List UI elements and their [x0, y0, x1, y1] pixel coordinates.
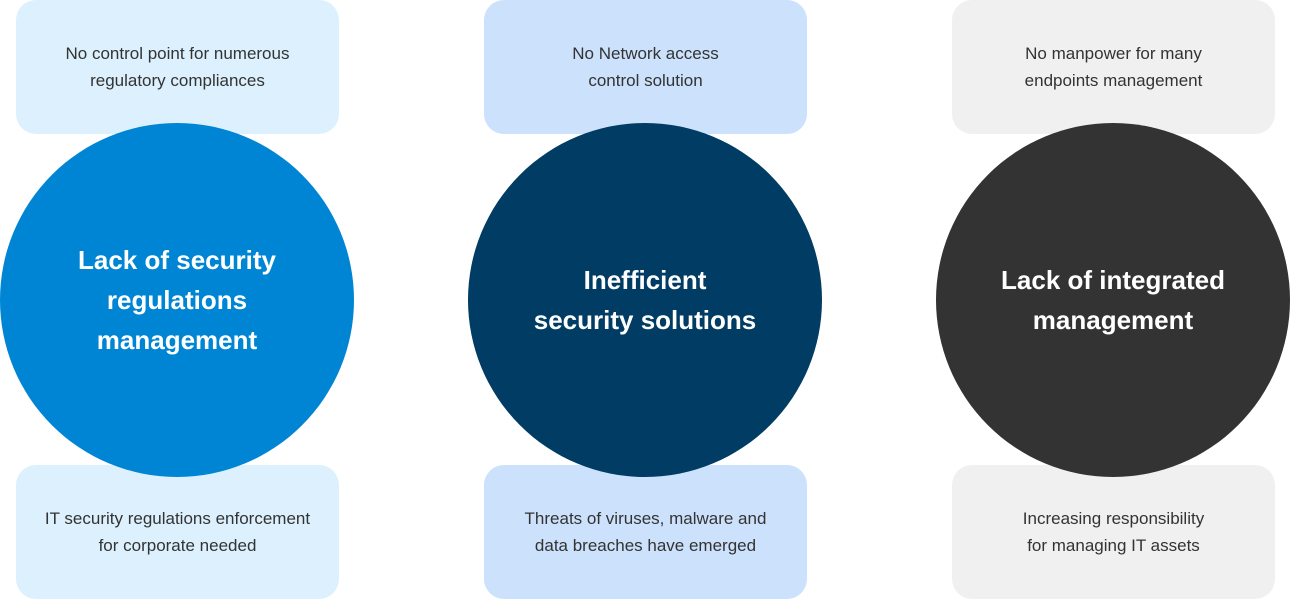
bottom-problem-box: IT security regulations enforcement for … [16, 465, 339, 599]
top-problem-box: No Network access control solution [484, 0, 807, 134]
category-circle: Inefficient security solutions [468, 123, 822, 477]
column-security-regulations: No control point for numerous regulatory… [0, 0, 355, 600]
bottom-problem-box: Increasing responsibility for managing I… [952, 465, 1275, 599]
bottom-problem-box: Threats of viruses, malware and data bre… [484, 465, 807, 599]
top-problem-box: No control point for numerous regulatory… [16, 0, 339, 134]
category-circle: Lack of integrated management [936, 123, 1290, 477]
column-integrated-management: No manpower for many endpoints managemen… [936, 0, 1290, 600]
top-problem-box: No manpower for many endpoints managemen… [952, 0, 1275, 134]
category-circle: Lack of security regulations management [0, 123, 354, 477]
column-security-solutions: No Network access control solution Ineff… [468, 0, 823, 600]
